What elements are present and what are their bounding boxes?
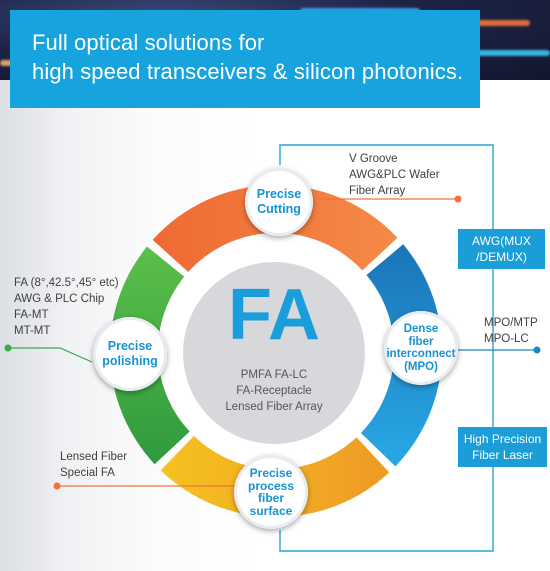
product-label: V Groove — [349, 153, 398, 165]
product-label: MPO-LC — [484, 333, 529, 345]
bubble-text: Precise — [256, 187, 302, 201]
product-label: AWG&PLC Wafer — [349, 169, 440, 181]
bubble-text: Precise — [249, 466, 293, 480]
dense-connector-dot — [533, 346, 541, 354]
product-label: MT-MT — [14, 325, 51, 337]
box-text: High Precision — [463, 432, 542, 446]
center-item: PMFA FA-LC — [240, 369, 308, 381]
fiber-laser-box: High Precision Fiber Laser — [458, 427, 547, 467]
bubble-precise-polishing: Precise polishing — [93, 317, 167, 391]
process-product-list: Lensed Fiber Special FA — [60, 449, 127, 481]
polishing-connector-dot — [4, 344, 12, 352]
box-text: AWG(MUX — [472, 234, 531, 248]
headline-banner: Full optical solutions for high speed tr… — [10, 10, 480, 108]
product-label: AWG & PLC Chip — [14, 293, 105, 305]
process-connector-dot — [53, 482, 61, 490]
bubble-text: Precise — [107, 339, 153, 353]
bubble-precise-process: Precise process fiber surface — [234, 455, 308, 529]
cutting-product-list: V Groove AWG&PLC Wafer Fiber Array — [349, 151, 440, 199]
cutting-connector-dot — [454, 195, 462, 203]
bracket-frame — [279, 144, 494, 552]
headline-line-2: high speed transceivers & silicon photon… — [32, 59, 464, 84]
bubble-text: polishing — [102, 354, 158, 368]
awg-mux-demux-box: AWG(MUX /DEMUX) — [458, 229, 545, 269]
light-streak — [470, 50, 550, 56]
headline-line-1: Full optical solutions for — [32, 30, 265, 55]
bubble-text: interconnect — [386, 348, 456, 360]
product-label: FA (8°,42.5°,45° etc) — [14, 277, 119, 289]
product-label: FA-MT — [14, 309, 49, 321]
bubble-text: Cutting — [257, 202, 301, 216]
center-disc — [183, 262, 365, 444]
center-item: Lensed Fiber Array — [225, 401, 323, 413]
bubble-text: fiber — [257, 491, 284, 505]
bubble-text: fiber — [408, 335, 434, 348]
bubble-text: Dense — [403, 323, 439, 335]
bubble-text: process — [247, 478, 295, 493]
box-text: /DEMUX) — [476, 250, 527, 264]
product-label: Lensed Fiber — [60, 451, 128, 463]
bubble-precise-cutting: Precise Cutting — [245, 168, 313, 236]
center-item: FA-Receptacle — [236, 385, 312, 397]
bubble-dense-fiber: Dense fiber interconnect (MPO) — [384, 311, 458, 385]
center-title: FA — [227, 275, 320, 355]
bubble-text: surface — [249, 503, 293, 518]
bubble-text: (MPO) — [404, 360, 438, 373]
product-label: Special FA — [60, 467, 115, 479]
polishing-product-list: FA (8°,42.5°,45° etc) AWG & PLC Chip FA-… — [14, 275, 119, 339]
product-label: Fiber Array — [349, 185, 406, 197]
dense-product-list: MPO/MTP MPO-LC — [484, 315, 538, 347]
box-text: Fiber Laser — [472, 448, 533, 462]
product-label: MPO/MTP — [484, 317, 538, 329]
center-subtitle-list: PMFA FA-LC FA-Receptacle Lensed Fiber Ar… — [183, 367, 365, 415]
polishing-connector-line — [8, 347, 93, 363]
